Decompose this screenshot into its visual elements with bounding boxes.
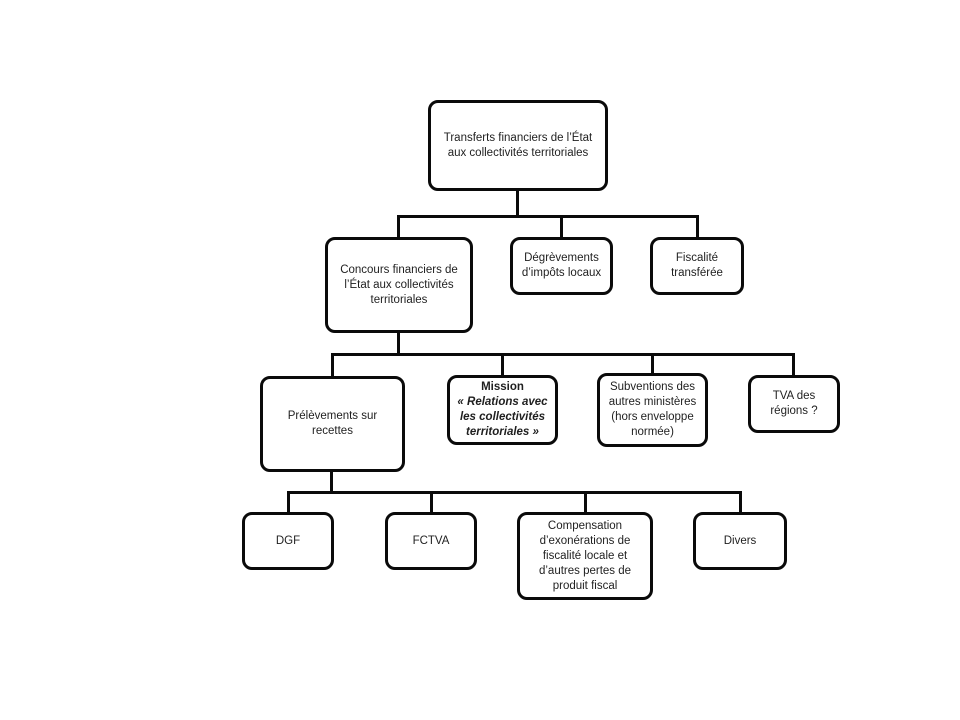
connector-drop-degrevements [560,215,563,238]
node-prelevements-recettes: Prélèvements sur recettes [260,376,405,472]
node-concours-financiers: Concours financiers de l’État aux collec… [325,237,473,333]
node-fiscalite-transferee: Fiscalité transférée [650,237,744,295]
connector-drop-prelevements [331,353,334,377]
connector-drop-fiscalite [696,215,699,238]
connector-root-stem [516,189,519,218]
node-transferts-financiers-label: Transferts financiers de l’État aux coll… [443,131,593,159]
connector-level3-rail [331,353,795,356]
node-dgf: DGF [242,512,334,570]
connector-level4-rail [287,491,742,494]
node-divers: Divers [693,512,787,570]
connector-prelevements-stem [330,470,333,494]
connector-level2-rail [397,215,699,218]
node-mission-rct-label: Mission « Relations avec les collectivité… [457,380,547,440]
connector-drop-tva [792,353,795,376]
node-degrevements: Dégrèvements d’impôts locaux [510,237,613,295]
connector-drop-concours [397,215,400,238]
connector-drop-fctva [430,491,433,513]
node-concours-financiers-label: Concours financiers de l’État aux collec… [340,263,458,306]
connector-drop-dgf [287,491,290,513]
node-compensation-exonerations: Compensation d’exonérations de fiscalité… [517,512,653,600]
node-dgf-label: DGF [275,534,301,547]
connector-drop-subventions [651,353,654,374]
mission-title: Mission [481,381,524,393]
node-fiscalite-transferee-label: Fiscalité transférée [671,252,723,279]
node-tva-regions: TVA des régions ? [748,375,840,433]
node-subventions-ministeres: Subventions des autres ministères (hors … [597,373,708,447]
connector-drop-compensation [584,491,587,513]
node-compensation-exonerations-label: Compensation d’exonérations de fiscalité… [538,519,632,592]
node-mission-rct: Mission « Relations avec les collectivité… [447,375,558,445]
node-subventions-ministeres-label: Subventions des autres ministères (hors … [608,381,697,438]
connector-drop-divers [739,491,742,513]
connector-drop-mission [501,353,504,376]
node-divers-label: Divers [723,534,757,547]
mission-quote: « Relations avec les collectivités terri… [457,396,548,438]
node-tva-regions-label: TVA des régions ? [770,390,818,417]
node-degrevements-label: Dégrèvements d’impôts locaux [521,252,602,279]
connector-concours-stem [397,331,400,356]
node-fctva-label: FCTVA [412,534,450,547]
node-transferts-financiers: Transferts financiers de l’État aux coll… [428,100,608,191]
node-prelevements-recettes-label: Prélèvements sur recettes [287,410,378,437]
node-fctva: FCTVA [385,512,477,570]
